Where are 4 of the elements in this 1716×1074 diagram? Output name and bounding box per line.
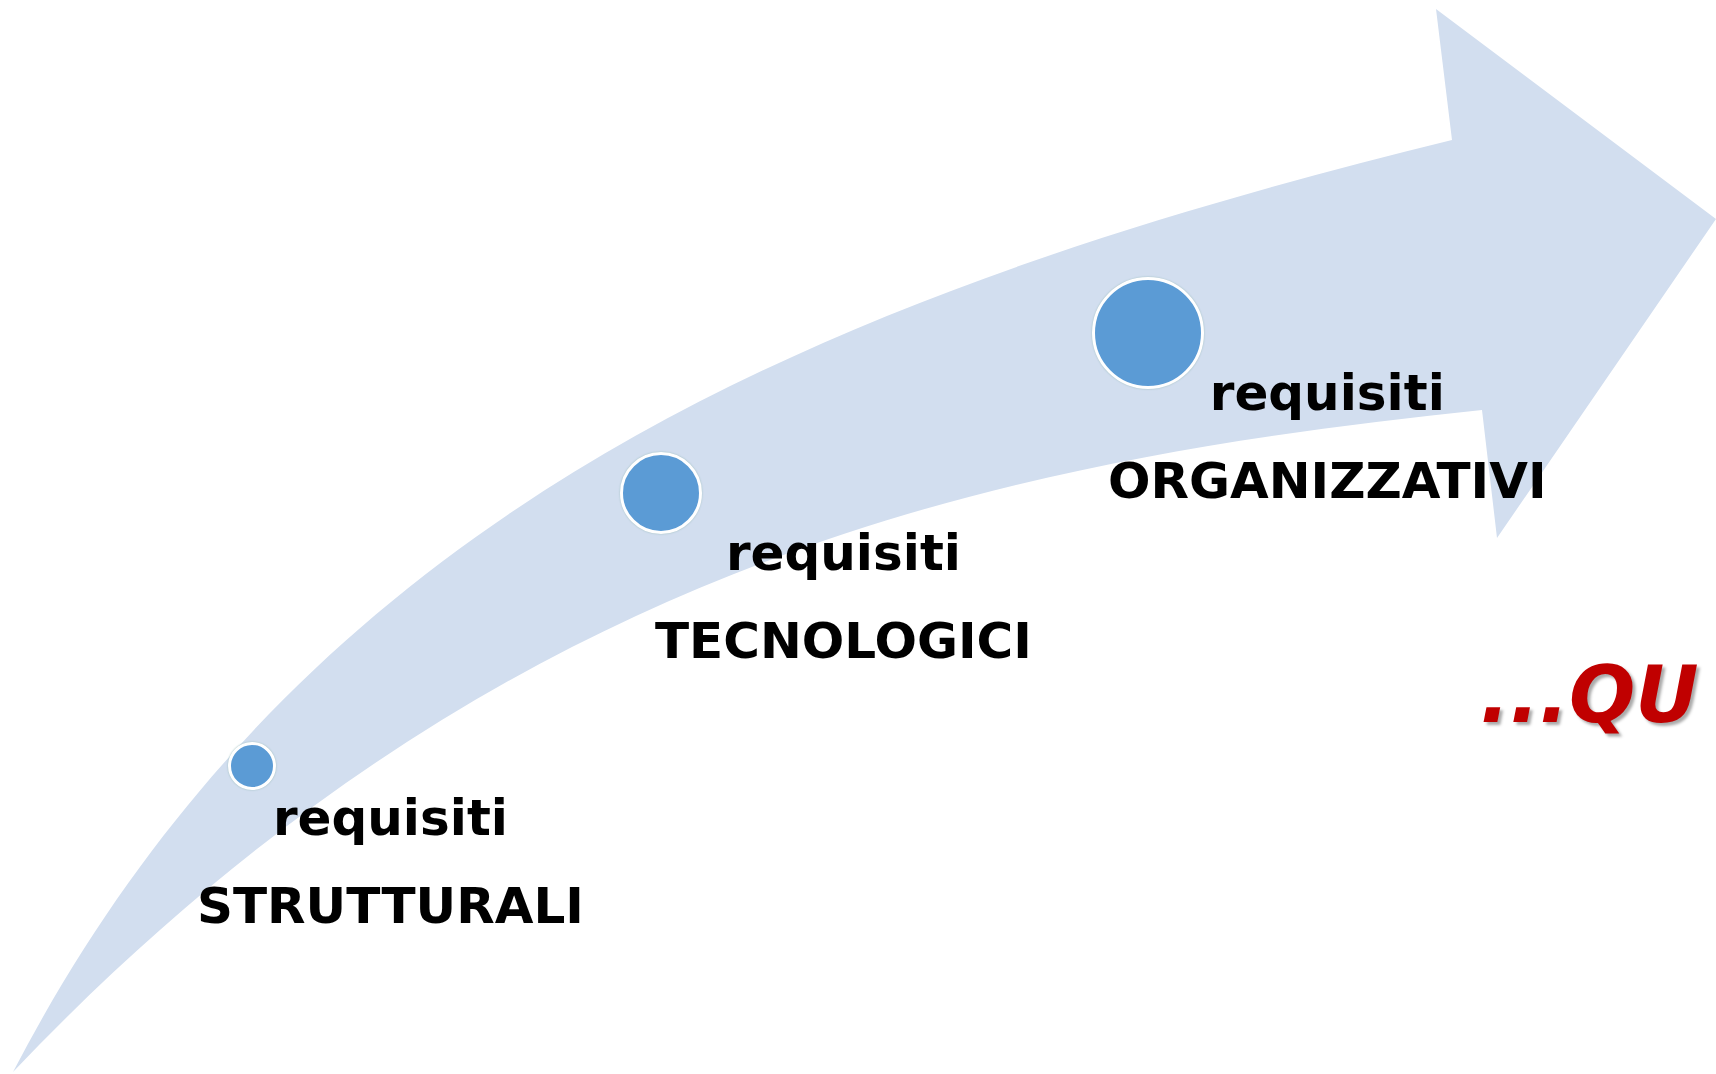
heading-text: ...QU [1480,650,1699,740]
step-label: requisiti TECNOLOGICI [655,523,1032,672]
step-label: requisiti ORGANIZZATIVI [1108,363,1547,512]
step-label: requisiti STRUTTURALI [197,788,584,937]
